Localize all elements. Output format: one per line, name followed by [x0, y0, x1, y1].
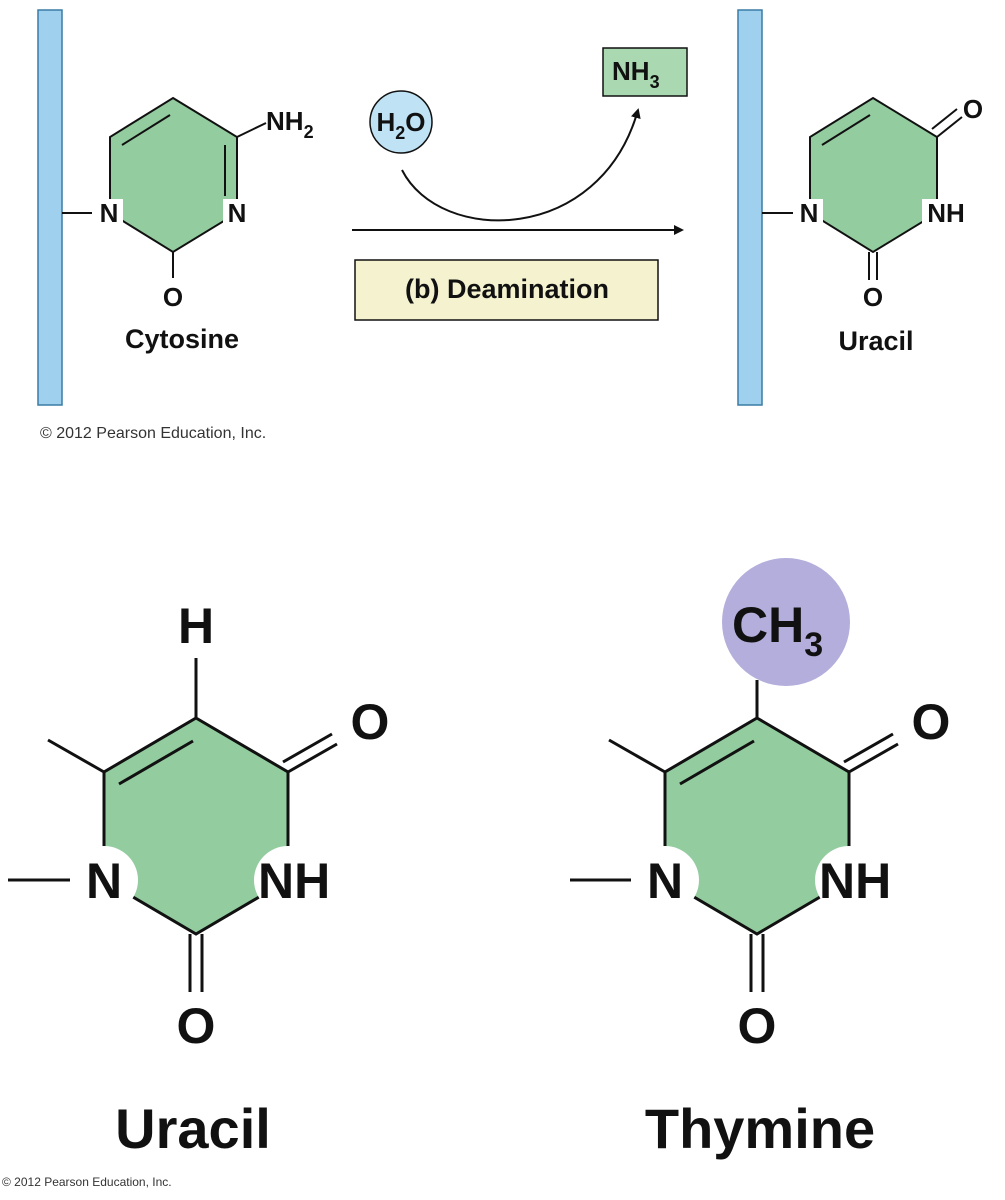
cytosine-n3: N [228, 198, 247, 228]
thymine-double-bond [679, 739, 755, 786]
uracil-product-double-bond [821, 114, 871, 146]
uracil-product-n1: N [800, 198, 819, 228]
cytosine-structure: N N NH2 O [62, 96, 314, 312]
uracil-h5: H [178, 598, 214, 654]
cytosine-amino-group: NH2 [266, 106, 314, 142]
uracil-product-n3: NH [927, 198, 965, 228]
uracil-o4-bond-a [287, 742, 338, 774]
methyl-circle [722, 558, 850, 686]
n1-mask [95, 199, 123, 227]
uracil-n1-mask [70, 846, 138, 914]
reaction-label: (b) Deamination [405, 274, 609, 304]
cytosine-ring [109, 96, 238, 254]
uracil-product-name: Uracil [838, 326, 913, 356]
thymine-c6-substituent [608, 738, 666, 774]
thymine-name: Thymine [645, 1097, 875, 1160]
thymine-n1: N [647, 853, 683, 909]
cytosine-n1: N [100, 198, 119, 228]
uracil-o4: O [351, 694, 390, 750]
uracil-product-o4-bond-b [931, 108, 958, 130]
uracil-n3: NH [258, 853, 330, 909]
thymine-structure: CH3 N NH O O [570, 558, 950, 1054]
uracil-n3-mask [254, 846, 322, 914]
water-label: H2O [376, 107, 425, 143]
copyright-top: © 2012 Pearson Education, Inc. [40, 425, 266, 442]
water-circle [369, 90, 433, 154]
uracil-n1: N [86, 853, 122, 909]
u-n3-mask [922, 199, 970, 227]
uracil-c6-substituent [47, 738, 105, 774]
bottom-panel: N NH H O O Uracil CH3 N NH O O [2, 558, 950, 1189]
uracil-name: Uracil [115, 1097, 271, 1160]
dna-backbone-right [737, 9, 763, 406]
uracil-product-ring [809, 96, 938, 254]
ammonia-box [602, 47, 688, 97]
thymine-o4: O [912, 694, 951, 750]
cytosine-double-bond-c5c6 [121, 114, 171, 146]
uracil-double-bond [118, 739, 194, 786]
ammonia-label: NH3 [612, 56, 660, 92]
uracil-product-structure: N NH O O [762, 94, 983, 312]
thymine-n3: NH [819, 853, 891, 909]
uracil-product-o2: O [863, 282, 883, 312]
uracil-o4-bond-b [282, 732, 333, 764]
uracil-structure: N NH H O O [8, 598, 389, 1054]
thymine-n1-mask [631, 846, 699, 914]
thymine-o4-bond-a [848, 742, 899, 774]
uracil-o2: O [177, 998, 216, 1054]
copyright-bottom: © 2012 Pearson Education, Inc. [2, 1175, 172, 1189]
thymine-n3-mask [815, 846, 883, 914]
cytosine-name: Cytosine [125, 324, 239, 354]
u-n1-mask [795, 199, 823, 227]
reaction-label-box [354, 259, 659, 321]
cytosine-amino-bond [236, 122, 267, 138]
curved-arrow [401, 108, 641, 222]
uracil-product-o4-bond-a [936, 116, 963, 138]
uracil-product-o4: O [963, 94, 983, 124]
top-panel: N N NH2 O Cytosine H2O NH3 (b) Deaminati… [37, 9, 983, 442]
n3-mask [223, 199, 251, 227]
thymine-o4-bond-b [843, 732, 894, 764]
thymine-o2: O [738, 998, 777, 1054]
dna-backbone-left [37, 9, 63, 406]
cytosine-o2: O [163, 282, 183, 312]
thymine-methyl-group: CH3 [732, 597, 823, 664]
